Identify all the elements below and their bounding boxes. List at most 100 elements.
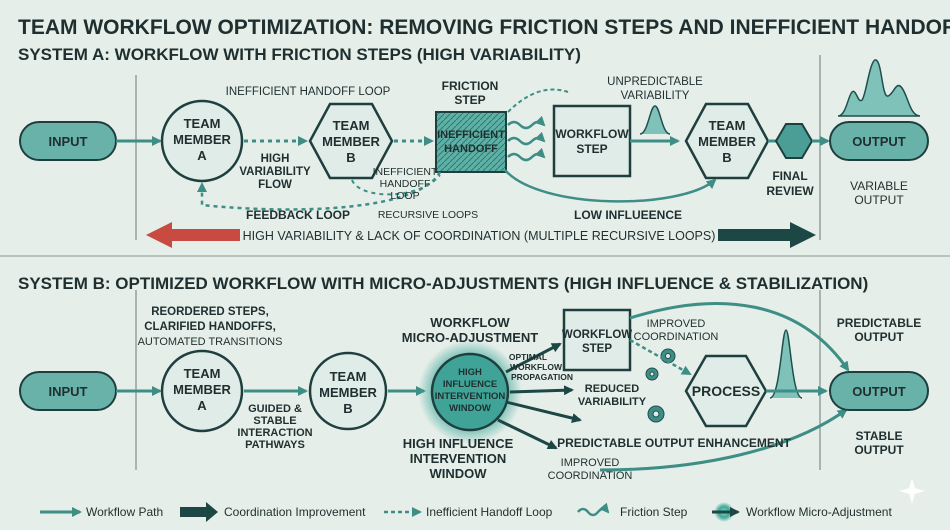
team-member-b-node-b: TEAM MEMBER B [308, 351, 388, 431]
svg-text:WORKFLOW: WORKFLOW [562, 329, 632, 341]
svg-text:STABLE: STABLE [253, 415, 296, 427]
svg-text:INEFFICIENT: INEFFICIENT [437, 129, 505, 141]
label-automated: AUTOMATED TRANSITIONS [138, 336, 283, 348]
label-unpredictable: UNPREDICTABLE [607, 76, 703, 88]
svg-text:MEMBER: MEMBER [173, 382, 231, 397]
label-improved-coordination-bottom: IMPROVED [561, 457, 620, 469]
svg-text:INFLUENCE: INFLUENCE [443, 379, 497, 390]
legend: Workflow Path Coordination Improvement I… [40, 502, 892, 522]
label-low-influence: LOW INFLUEENCE [574, 208, 682, 222]
legend-coordination: Coordination Improvement [224, 505, 366, 519]
system-b-heading: SYSTEM B: OPTIMIZED WORKFLOW WITH MICRO-… [18, 274, 868, 293]
team-member-a-node-b: TEAM MEMBER A [160, 349, 244, 433]
variability-banner: HIGH VARIABILITY & LACK OF COORDINATION … [146, 222, 816, 248]
legend-friction-step: Friction Step [620, 505, 688, 519]
svg-text:COORDINATION: COORDINATION [548, 470, 633, 482]
team-member-a-node: TEAM MEMBER A [160, 99, 244, 183]
svg-text:WINDOW: WINDOW [449, 403, 491, 414]
svg-text:WORKFLOW: WORKFLOW [510, 362, 563, 372]
svg-text:INTERVENTION: INTERVENTION [410, 451, 507, 466]
svg-text:REVIEW: REVIEW [766, 184, 814, 198]
label-final-review: FINAL [772, 169, 807, 183]
label-improved-coordination-top: IMPROVED [647, 318, 706, 330]
svg-text:PROPAGATION: PROPAGATION [511, 372, 573, 382]
svg-text:B: B [722, 150, 731, 165]
svg-text:TEAM: TEAM [333, 118, 370, 133]
svg-text:OUTPUT: OUTPUT [852, 134, 906, 149]
page-title: TEAM WORKFLOW OPTIMIZATION: REMOVING FRI… [18, 16, 950, 39]
legend-micro-adjustment: Workflow Micro-Adjustment [746, 505, 892, 519]
svg-text:MEMBER: MEMBER [698, 134, 756, 149]
svg-text:INTERVENTION: INTERVENTION [435, 391, 506, 402]
label-recursive-loops: RECURSIVE LOOPS [378, 209, 478, 221]
svg-text:HIGH VARIABILITY & LACK OF COO: HIGH VARIABILITY & LACK OF COORDINATION … [243, 229, 716, 243]
svg-text:HANDOFF: HANDOFF [380, 178, 431, 190]
label-inefficient-handoff-loop: INEFFICIENT [373, 166, 438, 178]
label-handoff-loop: INEFFICIENT HANDOFF LOOP [226, 86, 391, 98]
label-window-caption: HIGH INFLUENCE [403, 436, 514, 451]
label-predictable-enhancement: PREDICTABLE OUTPUT ENHANCEMENT [557, 436, 791, 450]
input-node-b: INPUT [19, 371, 117, 411]
svg-text:MEMBER: MEMBER [173, 132, 231, 147]
label-optimal-propagation: OPTIMAL [509, 352, 547, 362]
svg-text:VARIABILITY: VARIABILITY [239, 166, 311, 178]
svg-text:B: B [346, 150, 355, 165]
legend-handoff-loop: Inefficient Handoff Loop [426, 505, 553, 519]
svg-text:VARIABILITY: VARIABILITY [578, 396, 647, 408]
label-friction-step: FRICTION [442, 79, 499, 93]
svg-text:COORDINATION: COORDINATION [634, 331, 719, 343]
workflow-step-node-b: WORKFLOW STEP [562, 308, 632, 372]
input-node-a: INPUT [19, 121, 117, 161]
svg-text:PATHWAYS: PATHWAYS [245, 439, 305, 451]
gear-icon [645, 348, 676, 423]
svg-text:TEAM: TEAM [184, 116, 221, 131]
label-reduced-variability: REDUCED [585, 383, 639, 395]
team-member-b-node: TEAM MEMBER B [308, 102, 394, 180]
svg-text:STEP: STEP [576, 142, 607, 156]
output-node-b: OUTPUT [829, 371, 929, 411]
svg-text:OUTPUT: OUTPUT [854, 443, 904, 457]
output-node-a: OUTPUT [829, 121, 929, 161]
svg-text:TEAM: TEAM [184, 366, 221, 381]
svg-text:TEAM: TEAM [709, 118, 746, 133]
svg-text:HIGH: HIGH [458, 367, 482, 378]
label-stable-output: STABLE [855, 429, 902, 443]
svg-text:STEP: STEP [454, 93, 485, 107]
variable-distribution-icon [837, 59, 921, 117]
svg-text:MICRO-ADJUSTMENT: MICRO-ADJUSTMENT [402, 330, 539, 345]
svg-text:FLOW: FLOW [258, 179, 292, 191]
label-variable-output: VARIABLE [850, 179, 908, 193]
svg-text:HANDOFF: HANDOFF [444, 143, 498, 155]
label-high-variability-flow: HIGH [261, 153, 290, 165]
svg-text:A: A [197, 148, 207, 163]
svg-text:INPUT: INPUT [49, 134, 88, 149]
svg-text:INPUT: INPUT [49, 384, 88, 399]
label-guided-pathways: GUIDED & [248, 403, 302, 415]
svg-text:B: B [343, 401, 352, 416]
intervention-window-node: HIGH INFLUENCE INTERVENTION WINDOW [418, 340, 522, 444]
label-predictable-output: PREDICTABLE [837, 316, 921, 330]
final-review-node [774, 123, 814, 159]
svg-text:OUTPUT: OUTPUT [852, 384, 906, 399]
svg-text:CLARIFIED HANDOFFS,: CLARIFIED HANDOFFS, [144, 321, 276, 333]
svg-text:WINDOW: WINDOW [429, 466, 487, 481]
label-micro-adjustment: WORKFLOW [430, 315, 510, 330]
svg-text:WORKFLOW: WORKFLOW [555, 127, 629, 141]
svg-text:TEAM: TEAM [330, 369, 367, 384]
svg-text:OUTPUT: OUTPUT [854, 193, 904, 207]
svg-text:INTERACTION: INTERACTION [237, 427, 312, 439]
sparkle-icon [899, 478, 925, 504]
svg-text:OUTPUT: OUTPUT [854, 330, 904, 344]
svg-text:MEMBER: MEMBER [319, 385, 377, 400]
svg-text:A: A [197, 398, 207, 413]
svg-text:STEP: STEP [582, 343, 612, 355]
process-node: PROCESS [684, 354, 768, 428]
svg-text:PROCESS: PROCESS [692, 383, 760, 399]
workflow-step-node-a: WORKFLOW STEP [552, 104, 632, 178]
label-reordered: REORDERED STEPS, [151, 306, 269, 318]
team-member-b2-node: TEAM MEMBER B [684, 102, 770, 180]
label-feedback-loop: FEEDBACK LOOP [246, 208, 350, 222]
legend-workflow-path: Workflow Path [86, 505, 163, 519]
friction-step-node: INEFFICIENT HANDOFF [435, 111, 507, 173]
